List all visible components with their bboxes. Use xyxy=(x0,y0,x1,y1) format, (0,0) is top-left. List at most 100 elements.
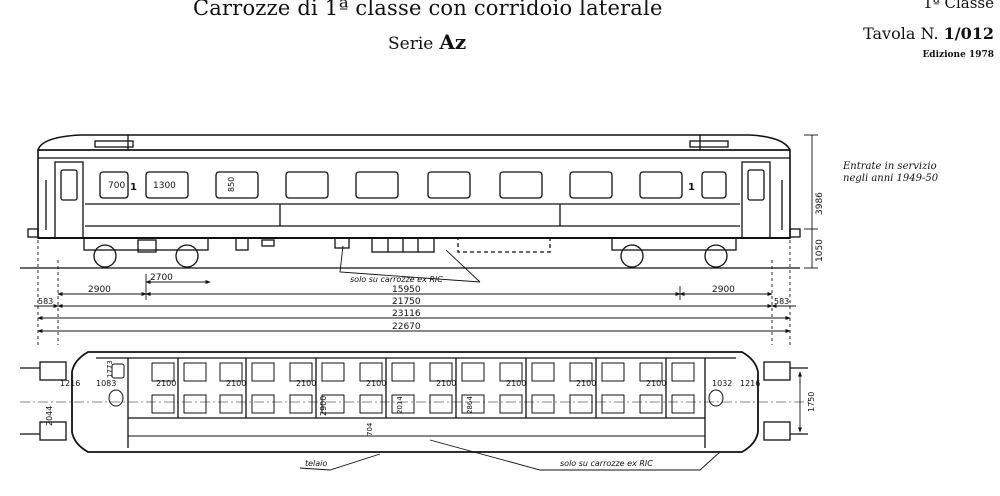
window-width-label: 700 xyxy=(108,181,125,191)
window xyxy=(355,171,399,199)
seat xyxy=(391,394,415,414)
toilet-right-label: 1032 xyxy=(712,379,732,388)
edition-label: Edizione 1978 xyxy=(922,50,994,60)
compartment-label: 2100 xyxy=(506,379,526,388)
seat xyxy=(531,394,555,414)
service-note: Entrate in servizio negli anni 1949-50 xyxy=(843,161,938,185)
width-left-label: 2044 xyxy=(45,406,54,426)
buffer-beam-left xyxy=(39,421,67,441)
service-note-line1: Entrate in servizio xyxy=(843,161,937,172)
seat xyxy=(639,362,663,382)
compartment-label: 2100 xyxy=(436,379,456,388)
vestibule-left-label: 1216 xyxy=(60,379,80,388)
compartment-label: 2100 xyxy=(296,379,316,388)
window-height-label: 850 xyxy=(227,177,236,192)
seat xyxy=(183,394,207,414)
window xyxy=(701,171,727,199)
class-label: 1ª Classe xyxy=(923,0,994,12)
class-number: 1 xyxy=(688,182,695,193)
seat xyxy=(251,362,275,382)
window xyxy=(499,171,543,199)
body-outline xyxy=(37,149,791,239)
window xyxy=(427,171,471,199)
buffer-left xyxy=(27,228,39,238)
door-window xyxy=(60,169,78,201)
wheel xyxy=(704,244,728,268)
toilet-bowl xyxy=(708,389,724,407)
width-right-label: 1750 xyxy=(807,392,816,412)
plan-view xyxy=(20,351,810,471)
window xyxy=(285,171,329,199)
seat xyxy=(289,394,313,414)
toilet-left-label: 1083 xyxy=(96,379,116,388)
bogie-offset-label: 2700 xyxy=(150,273,173,283)
body-length-label: 21750 xyxy=(392,297,421,307)
washbasin xyxy=(111,363,125,379)
ric-note-side: solo su carrozze ex RIC xyxy=(350,275,443,284)
seat xyxy=(531,362,555,382)
seat xyxy=(289,362,313,382)
table-line: Tavola N. 1/012 xyxy=(863,24,994,43)
plan-labels: 1216 1083 1773 2100 2100 2100 2100 2100 … xyxy=(45,360,816,468)
seat xyxy=(429,394,453,414)
end-left-label: 2900 xyxy=(88,285,111,295)
seat xyxy=(569,362,593,382)
floor-height-label: 1050 xyxy=(815,239,825,262)
seat xyxy=(251,394,275,414)
window xyxy=(639,171,683,199)
seat xyxy=(671,394,695,414)
seat xyxy=(151,362,175,382)
seat xyxy=(601,362,625,382)
ric-plan-leader xyxy=(429,439,721,471)
page-title: Carrozze di 1ª classe con corridoio late… xyxy=(193,0,663,20)
compartment-label: 2100 xyxy=(576,379,596,388)
battery-box xyxy=(235,237,249,251)
frame-leader xyxy=(299,453,381,471)
seat xyxy=(321,362,345,382)
plan-body-outline xyxy=(71,351,759,453)
end-right-label: 2900 xyxy=(712,285,735,295)
window xyxy=(145,171,189,199)
window xyxy=(99,171,129,199)
height-total-label: 3986 xyxy=(815,192,825,215)
compartment-label: 2100 xyxy=(156,379,176,388)
toilet-bowl xyxy=(108,389,124,407)
ric-leader xyxy=(339,245,481,283)
seat xyxy=(639,394,663,414)
frame-note: telaio xyxy=(305,459,327,468)
window xyxy=(215,171,259,199)
total-length-label: 22670 xyxy=(392,322,421,332)
window xyxy=(569,171,613,199)
table-label: Tavola N. xyxy=(863,24,939,43)
tank-outline xyxy=(457,237,551,253)
buffer-length-label: 23116 xyxy=(392,309,421,319)
window-pitch-label: 1300 xyxy=(153,181,176,191)
bogie-left xyxy=(83,237,209,268)
series-code: Az xyxy=(439,30,467,54)
service-note-line2: negli anni 1949-50 xyxy=(843,173,939,184)
length-labels: 2700 2900 15950 2900 583 21750 583 23116… xyxy=(38,273,789,332)
corridor-width-label: 704 xyxy=(366,422,374,436)
buffer-beam-right xyxy=(763,421,791,441)
ric-leader xyxy=(445,249,481,283)
bogie-frame xyxy=(611,237,737,251)
seat xyxy=(499,362,523,382)
class-number: 1 xyxy=(130,182,137,193)
seat xyxy=(391,362,415,382)
seat xyxy=(359,394,383,414)
vestibule-right-label: 1216 xyxy=(740,379,760,388)
seat xyxy=(219,394,243,414)
lav-left-label: 1773 xyxy=(106,360,114,378)
seat xyxy=(429,362,453,382)
seat xyxy=(461,362,485,382)
equipment-box xyxy=(334,237,350,249)
seat xyxy=(569,394,593,414)
inner-width-label: 2014 xyxy=(396,396,404,414)
seat xyxy=(321,394,345,414)
seat xyxy=(671,362,695,382)
table-number: 1/012 xyxy=(943,24,994,43)
compartment-label: 2100 xyxy=(366,379,386,388)
roof-vent xyxy=(94,140,134,148)
buffer-beam-left xyxy=(39,361,67,381)
